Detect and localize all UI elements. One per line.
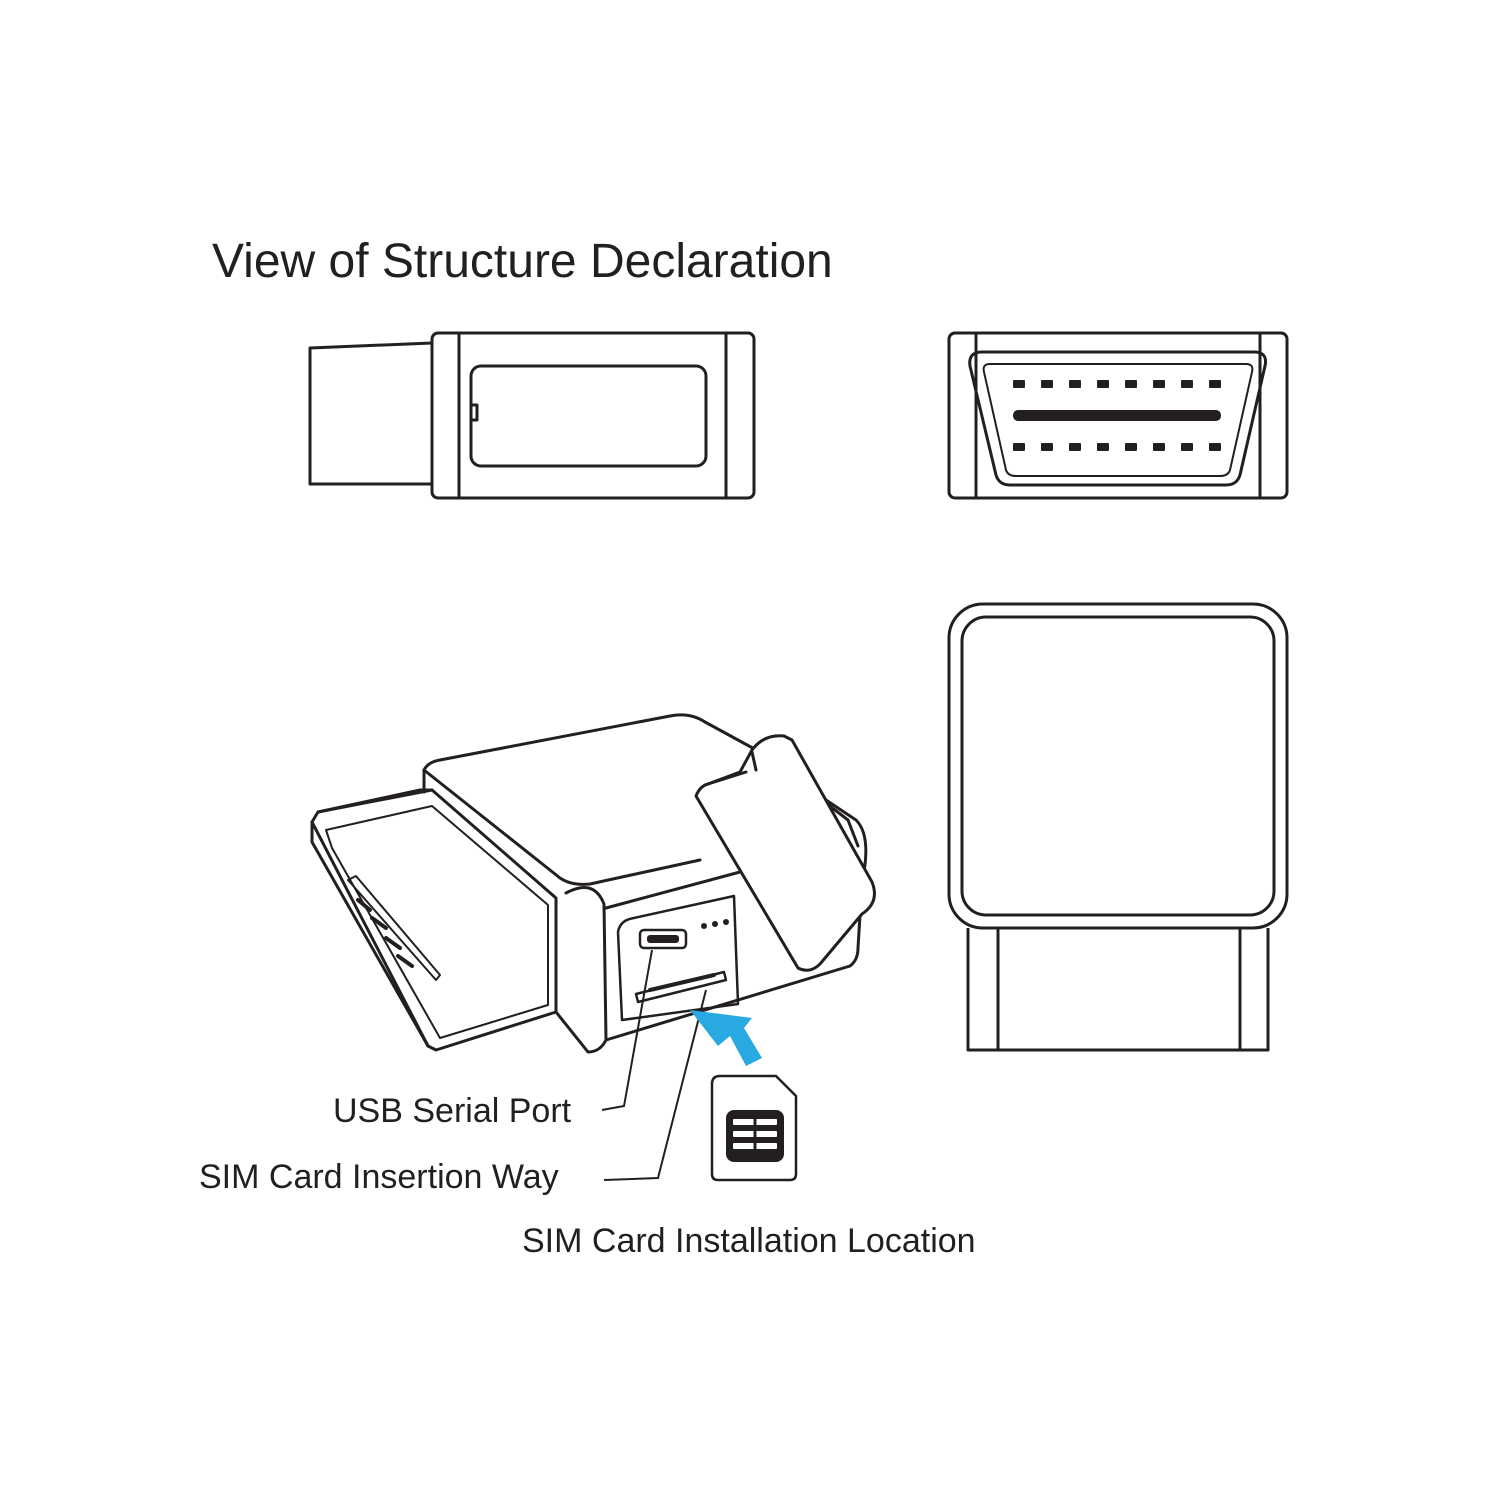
sim-insertion-way-label: SIM Card Insertion Way <box>199 1158 559 1196</box>
sim-installation-location-label: SIM Card Installation Location <box>522 1222 976 1260</box>
sim-card-icon <box>710 1074 798 1182</box>
leader-lines <box>601 949 707 1181</box>
insertion-arrow-icon <box>690 1010 762 1066</box>
top-view <box>308 331 756 500</box>
usb-serial-port-label: USB Serial Port <box>333 1092 572 1130</box>
front-view <box>947 331 1289 500</box>
obd-pins <box>1013 380 1221 451</box>
isometric-view <box>310 713 876 1054</box>
page-title: View of Structure Declaration <box>212 235 833 288</box>
back-view <box>947 602 1289 1052</box>
